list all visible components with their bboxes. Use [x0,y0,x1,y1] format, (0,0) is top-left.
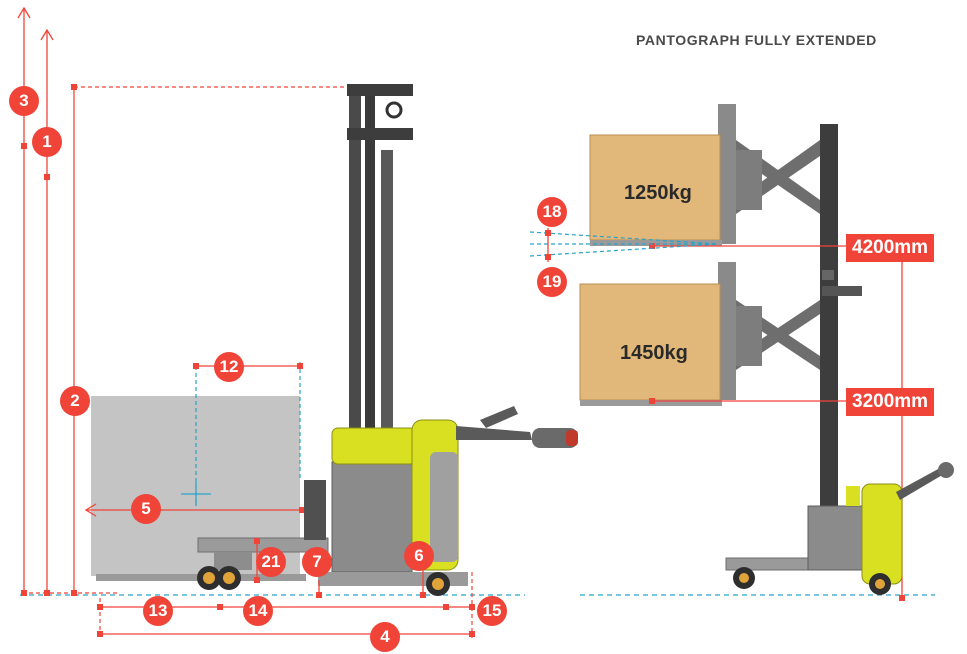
badge-4: 4 [370,622,400,652]
upper-pantograph [718,104,820,244]
load-label-lower: 1450kg [620,342,688,364]
badge-15: 15 [477,596,507,626]
height-tag-3200: 3200mm [846,388,935,416]
badge-6: 6 [404,541,434,571]
fork-carriage [304,480,326,540]
badge-19: 19 [537,267,567,297]
badge-2: 2 [60,386,90,416]
badge-14: 14 [243,596,273,626]
pallet-lower [579,283,721,401]
tiller-arm [456,426,532,440]
badge-18: 18 [537,197,567,227]
badge-13: 13 [143,596,173,626]
vertical-dimension-1 [40,28,54,593]
view-heading: PANTOGRAPH FULLY EXTENDED [636,32,877,48]
badge-1: 1 [32,127,62,157]
dimension-end-markers [21,84,77,596]
battery-compartment [331,461,413,573]
badge-21: 21 [256,547,286,577]
mast-right [820,124,838,564]
badge-5: 5 [131,494,161,524]
badge-3: 3 [9,86,39,116]
lower-pantograph [718,262,820,400]
mast-inner [365,86,375,554]
yellow-hood [331,427,417,465]
badge-7: 7 [302,547,332,577]
load-label-upper: 1250kg [624,182,692,204]
height-tag-4200: 4200mm [846,234,935,262]
badge-12: 12 [214,352,244,382]
mast-top-bracket [347,84,413,96]
yellow-cover-right [861,483,903,585]
tiller-right [896,468,944,500]
